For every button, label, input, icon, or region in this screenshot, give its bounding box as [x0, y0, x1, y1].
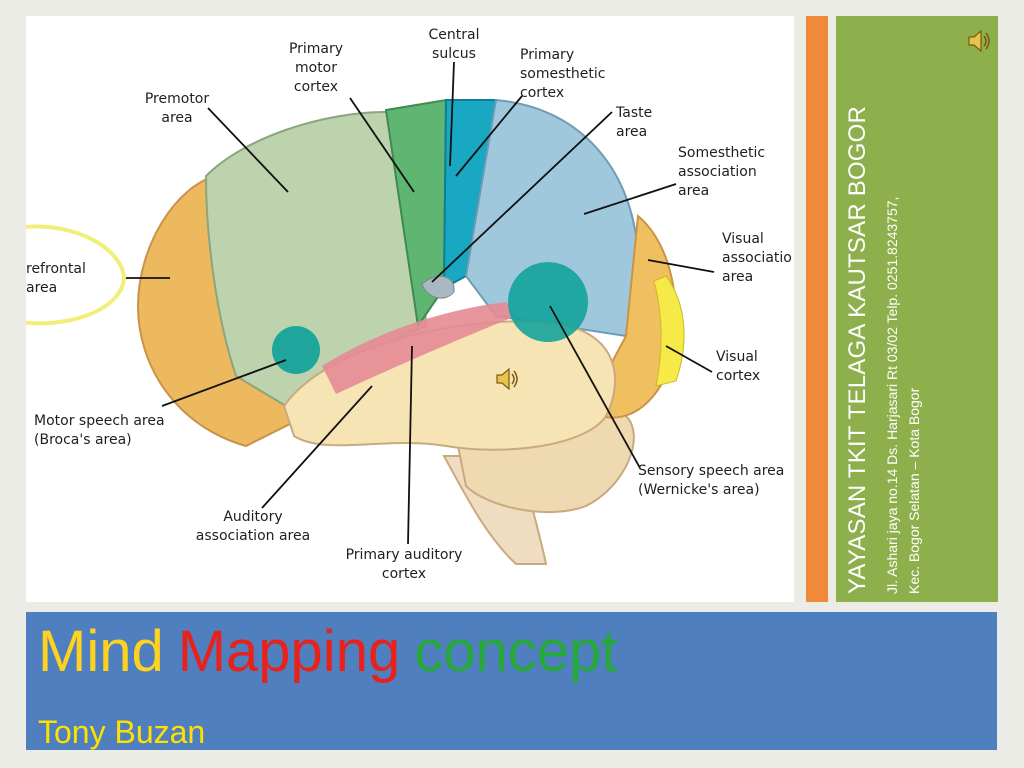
label-taste-area: Taste area	[616, 105, 653, 140]
organization-city: Kec. Bogor Selatan – Kota Bogor	[906, 387, 922, 594]
organization-panel: YAYASAN TKIT TELAGA KAUTSAR BOGOR Jl. As…	[836, 16, 998, 602]
label-prefrontal-area: refrontal area	[26, 261, 86, 296]
prefrontal-highlight	[26, 224, 127, 326]
taste-area-shape	[421, 276, 455, 299]
label-motor-speech-area: Motor speech area (Broca's area)	[34, 413, 165, 448]
accent-strip	[806, 16, 828, 602]
label-sensory-speech-area: Sensory speech area (Wernicke's area)	[638, 463, 785, 498]
label-primary-somesthetic-cortex: Primary somesthetic cortex	[520, 47, 606, 101]
label-primary-motor-cortex: Primary motor cortex	[288, 41, 344, 95]
brain-diagram: Premotor area Primary motor cortex Centr…	[26, 16, 794, 602]
title-word-mind: Mind	[38, 619, 164, 684]
label-visual-association-area: Visual associatio area	[722, 231, 792, 285]
visual-cortex-region	[653, 275, 685, 387]
brain-illustration	[26, 61, 715, 565]
label-somesthetic-association-area: Somesthetic association area	[678, 145, 766, 199]
wernicke-area	[508, 262, 588, 342]
slide-subtitle: Tony Buzan	[38, 714, 206, 750]
label-central-sulcus: Central sulcus	[428, 27, 480, 62]
broca-area	[272, 326, 320, 374]
label-premotor-area: Premotor area	[144, 91, 210, 126]
title-word-mapping: Mapping	[177, 619, 401, 684]
speaker-icon[interactable]	[494, 366, 520, 397]
label-auditory-association-area: Auditory association area	[195, 509, 311, 544]
organization-name: YAYASAN TKIT TELAGA KAUTSAR BOGOR	[844, 105, 871, 594]
auditory-region	[322, 302, 516, 394]
speaker-icon[interactable]	[966, 28, 992, 59]
title-word-concept: concept	[414, 619, 618, 684]
pointer-lines	[126, 61, 715, 545]
label-visual-cortex: Visual cortex	[716, 349, 761, 384]
organization-address: Jl. Ashari jaya no.14 Ds. Harjasari Rt 0…	[884, 196, 900, 594]
label-primary-auditory-cortex: Primary auditory cortex	[345, 547, 463, 582]
